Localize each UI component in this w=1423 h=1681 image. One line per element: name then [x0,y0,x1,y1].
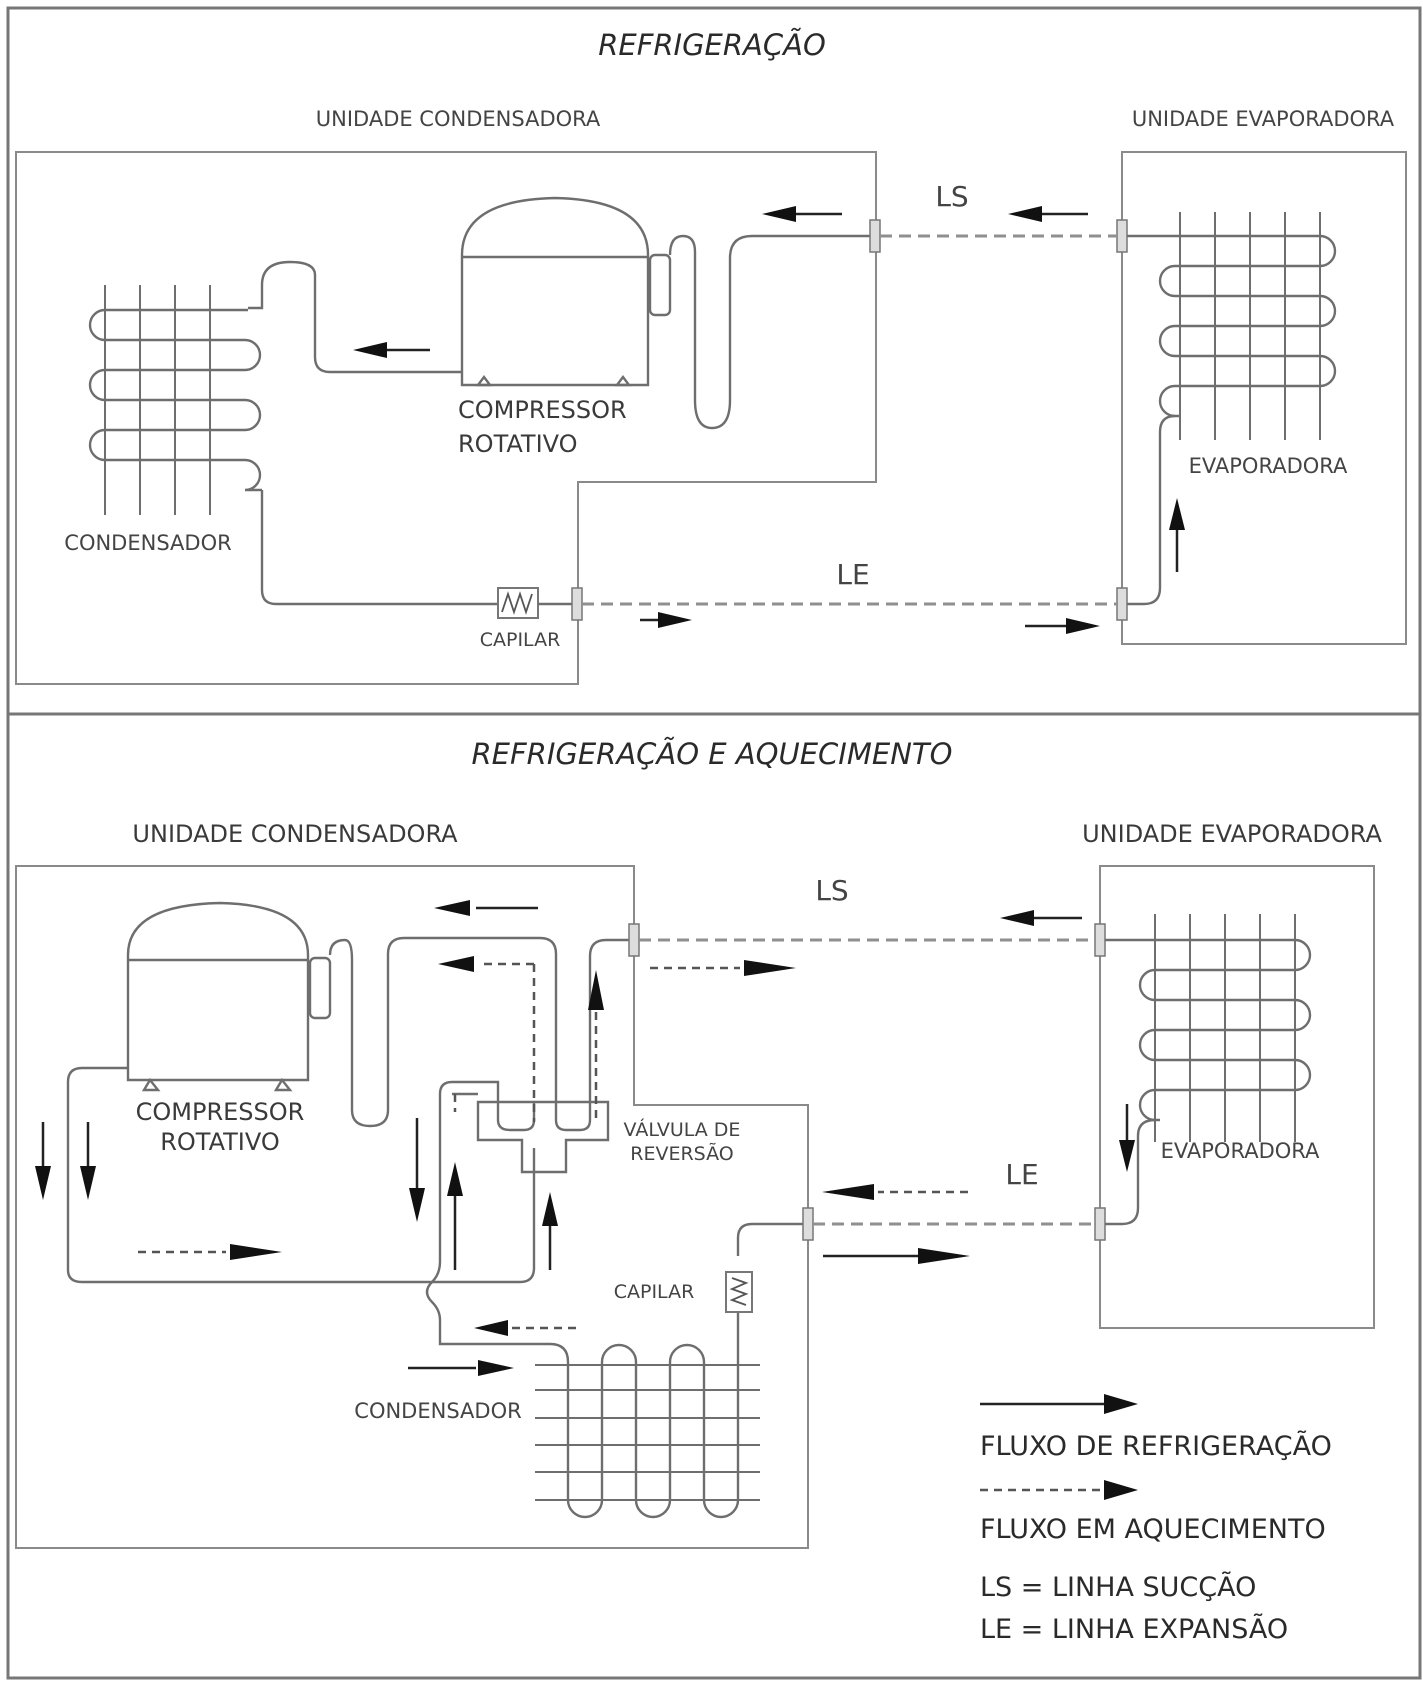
legend-ls-definition: LS = LINHA SUCÇÃO [980,1571,1256,1603]
legend-heating-arrow [980,1480,1138,1500]
bottom-cooling-arrow-evap-down [1119,1104,1135,1172]
top-condensing-unit-label: UNIDADE CONDENSADORA [316,107,601,131]
bottom-compressor-label-1: COMPRESSOR [136,1098,305,1126]
bottom-cooling-arrow-down [409,1118,425,1222]
bottom-evaporator-coil [1105,914,1312,1226]
legend-le-definition: LE = LINHA EXPANSÃO [980,1613,1288,1645]
top-ls-service-valve [869,219,881,253]
top-panel: REFRIGERAÇÃO UNIDADE CONDENSADORA UNIDAD… [15,28,1407,685]
top-le-service-valve [571,587,583,621]
bottom-heating-arrow-condenser-out [474,1320,576,1336]
bottom-cooling-arrow-up-1 [447,1162,463,1270]
top-condenser-label: CONDENSADOR [64,531,231,555]
top-flow-arrow-le-1 [640,612,692,628]
bottom-evaporating-unit-box [1099,865,1375,1329]
bottom-heating-arrow-left [138,1244,282,1260]
bottom-compressor-discharge-pipe [66,1066,536,1284]
top-ls-evap-fitting [1116,219,1128,253]
bottom-heating-arrow-ls [650,960,796,976]
top-flow-arrow-le-2 [1025,618,1100,634]
bottom-compressor-label-2: ROTATIVO [160,1128,280,1156]
bottom-ls-label: LS [815,874,848,907]
top-evaporator-coil [1127,212,1337,606]
top-compressor-label-2: ROTATIVO [458,430,578,458]
top-evaporator-label: EVAPORADORA [1189,454,1348,478]
bottom-cooling-arrow-left-1 [35,1122,51,1200]
top-flow-arrow-suction-1 [762,206,842,222]
top-le-label: LE [836,558,869,591]
bottom-compressor [126,901,332,1092]
bottom-condensing-unit-label: UNIDADE CONDENSADORA [132,820,458,848]
legend-heating-flow: FLUXO EM AQUECIMENTO [980,1514,1326,1545]
legend-cooling-arrow [980,1394,1138,1414]
legend: FLUXO DE REFRIGERAÇÃO FLUXO EM AQUECIMEN… [980,1394,1332,1645]
bottom-condensing-unit-box [15,865,809,1549]
bottom-evaporating-unit-label: UNIDADE EVAPORADORA [1082,820,1382,848]
outer-frame [6,6,1422,1680]
top-evaporating-unit-box [1121,151,1407,645]
top-compressor [460,196,672,387]
bottom-le-evap-fitting [1094,1207,1106,1241]
bottom-valve-to-condenser-pipe [425,1080,550,1346]
bottom-reversing-valve [476,1100,610,1174]
bottom-suction-loop-pipe [328,936,558,1128]
bottom-capillary-zigzag [729,1277,749,1306]
top-ls-label: LS [935,180,968,213]
top-flow-arrow-suction-2 [1008,206,1088,222]
top-flow-arrow-evap-up [1169,498,1185,572]
bottom-cooling-arrow-top [434,900,538,916]
bottom-heating-arrow-top [438,956,536,1122]
bottom-ls-service-valve [628,923,640,957]
top-capillary [497,587,539,619]
bottom-valve-label-2: REVERSÃO [630,1142,733,1165]
bottom-condenser-label: CONDENSADOR [354,1399,521,1423]
top-flow-arrow-discharge [353,342,430,358]
top-evaporating-unit-label: UNIDADE EVAPORADORA [1132,107,1395,131]
bottom-le-service-valve [802,1207,814,1241]
bottom-valve-to-ls-pipe [588,938,634,1102]
top-capillary-zigzag [501,591,533,615]
top-panel-title: REFRIGERAÇÃO [598,28,826,62]
top-liquid-pipe [260,490,498,606]
bottom-panel: REFRIGERAÇÃO E AQUECIMENTO UNIDADE CONDE… [15,737,1382,1645]
bottom-cooling-arrow-left-2 [80,1122,96,1200]
bottom-heating-arrow-up [588,970,604,1118]
top-condenser-coil [88,285,262,515]
bottom-evaporator-label: EVAPORADORA [1161,1139,1320,1163]
bottom-cooling-arrow-up-2 [542,1192,558,1270]
bottom-ls-evap-fitting [1094,923,1106,957]
top-discharge-pipe [248,260,462,374]
bottom-capillary-label: CAPILAR [614,1281,695,1303]
bottom-condenser-coil [535,1310,760,1519]
bottom-panel-title: REFRIGERAÇÃO E AQUECIMENTO [472,737,953,771]
bottom-valve-inner-line [452,1092,592,1132]
legend-cooling-flow: FLUXO DE REFRIGERAÇÃO [980,1430,1332,1462]
top-le-evap-fitting [1116,587,1128,621]
top-condensing-unit-box [15,151,877,685]
bottom-valve-label-1: VÁLVULA DE [624,1118,741,1141]
bottom-le-label: LE [1005,1158,1038,1191]
bottom-heating-arrow-le [822,1184,968,1200]
top-compressor-label-1: COMPRESSOR [458,396,627,424]
top-suction-pipe [668,234,876,430]
bottom-cooling-arrow-le [823,1248,970,1264]
bottom-cooling-arrow-condenser-in [408,1360,514,1376]
bottom-cooling-arrow-ls-evap [1000,910,1082,926]
top-capillary-label: CAPILAR [480,629,561,651]
